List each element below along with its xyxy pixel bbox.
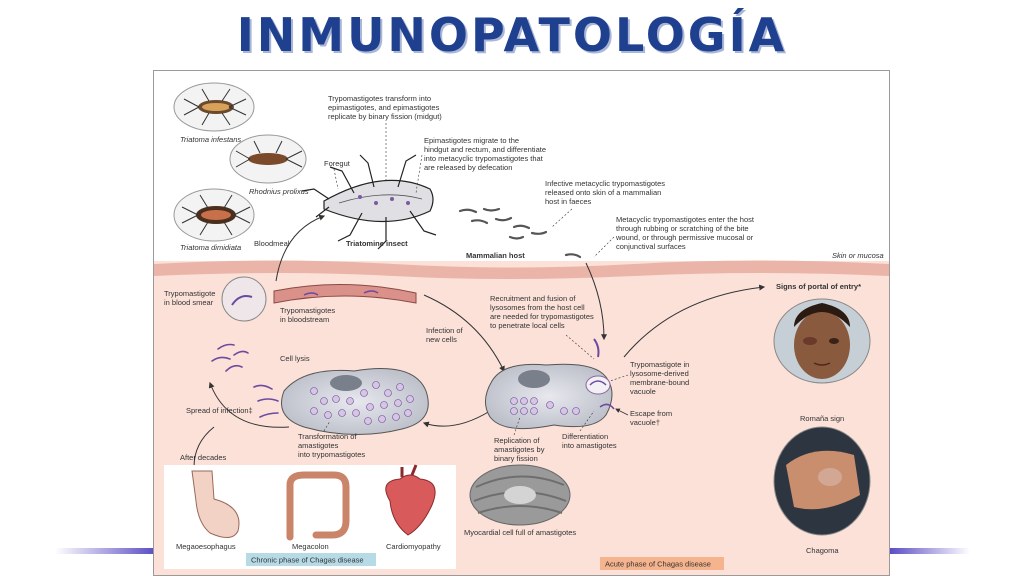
after-decades-label: After decades: [180, 453, 227, 462]
megacolon-illustration: [286, 471, 350, 541]
megaoesophagus-label: Megaoesophagus: [176, 542, 236, 551]
triatoma-dimidiata-label: Triatoma dimidiata: [180, 243, 241, 252]
romana-sign-photo: [773, 298, 871, 384]
infective-trypo-text: Infective metacyclic trypomastigotes rel…: [545, 179, 667, 206]
skin-entry-arrow: [585, 262, 607, 341]
signs-arrow: [623, 284, 766, 358]
chagoma-photo: [773, 426, 871, 536]
slide-title: INMUNOPATOLOGÍA: [236, 8, 788, 62]
foregut-label: Foregut: [324, 159, 351, 168]
skin-layer: [154, 260, 889, 279]
portal-signs-label: Signs of portal of entry*: [776, 282, 861, 291]
bloodstream-vessel: [273, 283, 417, 304]
megaoesophagus-illustration: [191, 470, 240, 538]
blood-smear-circle: [221, 276, 267, 322]
chronic-phase-label: Chronic phase of Chagas disease: [251, 556, 364, 565]
spread-infection-label: Spread of infection‡: [186, 406, 253, 415]
skin-mucosa-label: Skin or mucosa: [832, 251, 884, 260]
differentiation-text: Differentiation into amastigotes: [562, 432, 617, 450]
replication-text: Replication of amastigotes by binary fis…: [494, 436, 547, 463]
bloodstream-label: Trypomastigotes in bloodstream: [280, 306, 337, 324]
triatomine-insect-diagram: [301, 154, 437, 250]
chagas-lifecycle-figure: Triatoma infestans Rhodnius prolixus Tri…: [153, 70, 890, 576]
epimastigote-migrate-text: Epimastigotes migrate to the hindgut and…: [424, 136, 548, 172]
lysed-cell-amastigotes: [310, 381, 414, 425]
released-trypomastigotes: [211, 343, 279, 418]
triatoma-infestans-photo: [173, 82, 255, 132]
decorative-line-right: [890, 548, 970, 554]
bloodstream-to-cell-arrow: [423, 294, 505, 373]
romana-sign-label: Romaña sign: [800, 414, 844, 423]
lysis-to-spread-arrow: [208, 381, 290, 428]
megacolon-label: Megacolon: [292, 542, 329, 551]
vacuole-text: Trypomastigote in lysosome-derived membr…: [630, 360, 691, 396]
after-decades-arrow: [193, 426, 215, 468]
decorative-line-left: [55, 548, 155, 554]
penetrating-trypomastigote: [593, 338, 600, 358]
bloodmeal-arrow: [275, 214, 326, 282]
infected-host-cell: [485, 363, 615, 430]
triatoma-dimidiata-photo: [173, 188, 255, 242]
cardiomyopathy-label: Cardiomyopathy: [386, 542, 441, 551]
rhodnius-prolixus-label: Rhodnius prolixus: [249, 187, 309, 196]
lysed-host-cell: [281, 368, 429, 436]
cell-to-lysis-arrow: [422, 410, 491, 428]
myocardial-micrograph: [469, 464, 571, 526]
triatoma-infestans-label: Triatoma infestans: [180, 135, 241, 144]
acute-phase-badge: [600, 557, 724, 570]
chronic-phase-badge: [246, 553, 376, 566]
transformation-text: Transformation of amastigotes into trypo…: [298, 432, 365, 459]
blood-smear-label: Trypomastigote in blood smear: [164, 289, 218, 307]
chagoma-label: Chagoma: [806, 546, 839, 555]
rhodnius-prolixus-photo: [229, 134, 307, 184]
acute-phase-label: Acute phase of Chagas disease: [605, 560, 711, 569]
trypo-transform-text: Trypomastigotes transform into epimastig…: [328, 94, 442, 121]
mammalian-host-label: Mammalian host: [466, 251, 525, 260]
cell-lysis-label: Cell lysis: [280, 354, 310, 363]
triatomine-insect-label: Triatomine insect: [346, 239, 408, 248]
escape-vacuole-text: Escape from vacuole†: [630, 409, 674, 427]
myocardial-label: Myocardial cell full of amastigotes: [464, 528, 576, 537]
metacyclic-parasites: [458, 207, 582, 259]
bloodmeal-label: Bloodmeal: [254, 239, 290, 248]
replicating-amastigotes: [510, 397, 580, 415]
recruitment-text: Recruitment and fusion of lysosomes from…: [490, 294, 596, 330]
metacyclic-enter-text: Metacyclic trypomastigotes enter the hos…: [615, 215, 756, 251]
cardiomyopathy-illustration: [385, 464, 436, 536]
infection-new-cells-label: Infection of new cells: [426, 326, 465, 344]
